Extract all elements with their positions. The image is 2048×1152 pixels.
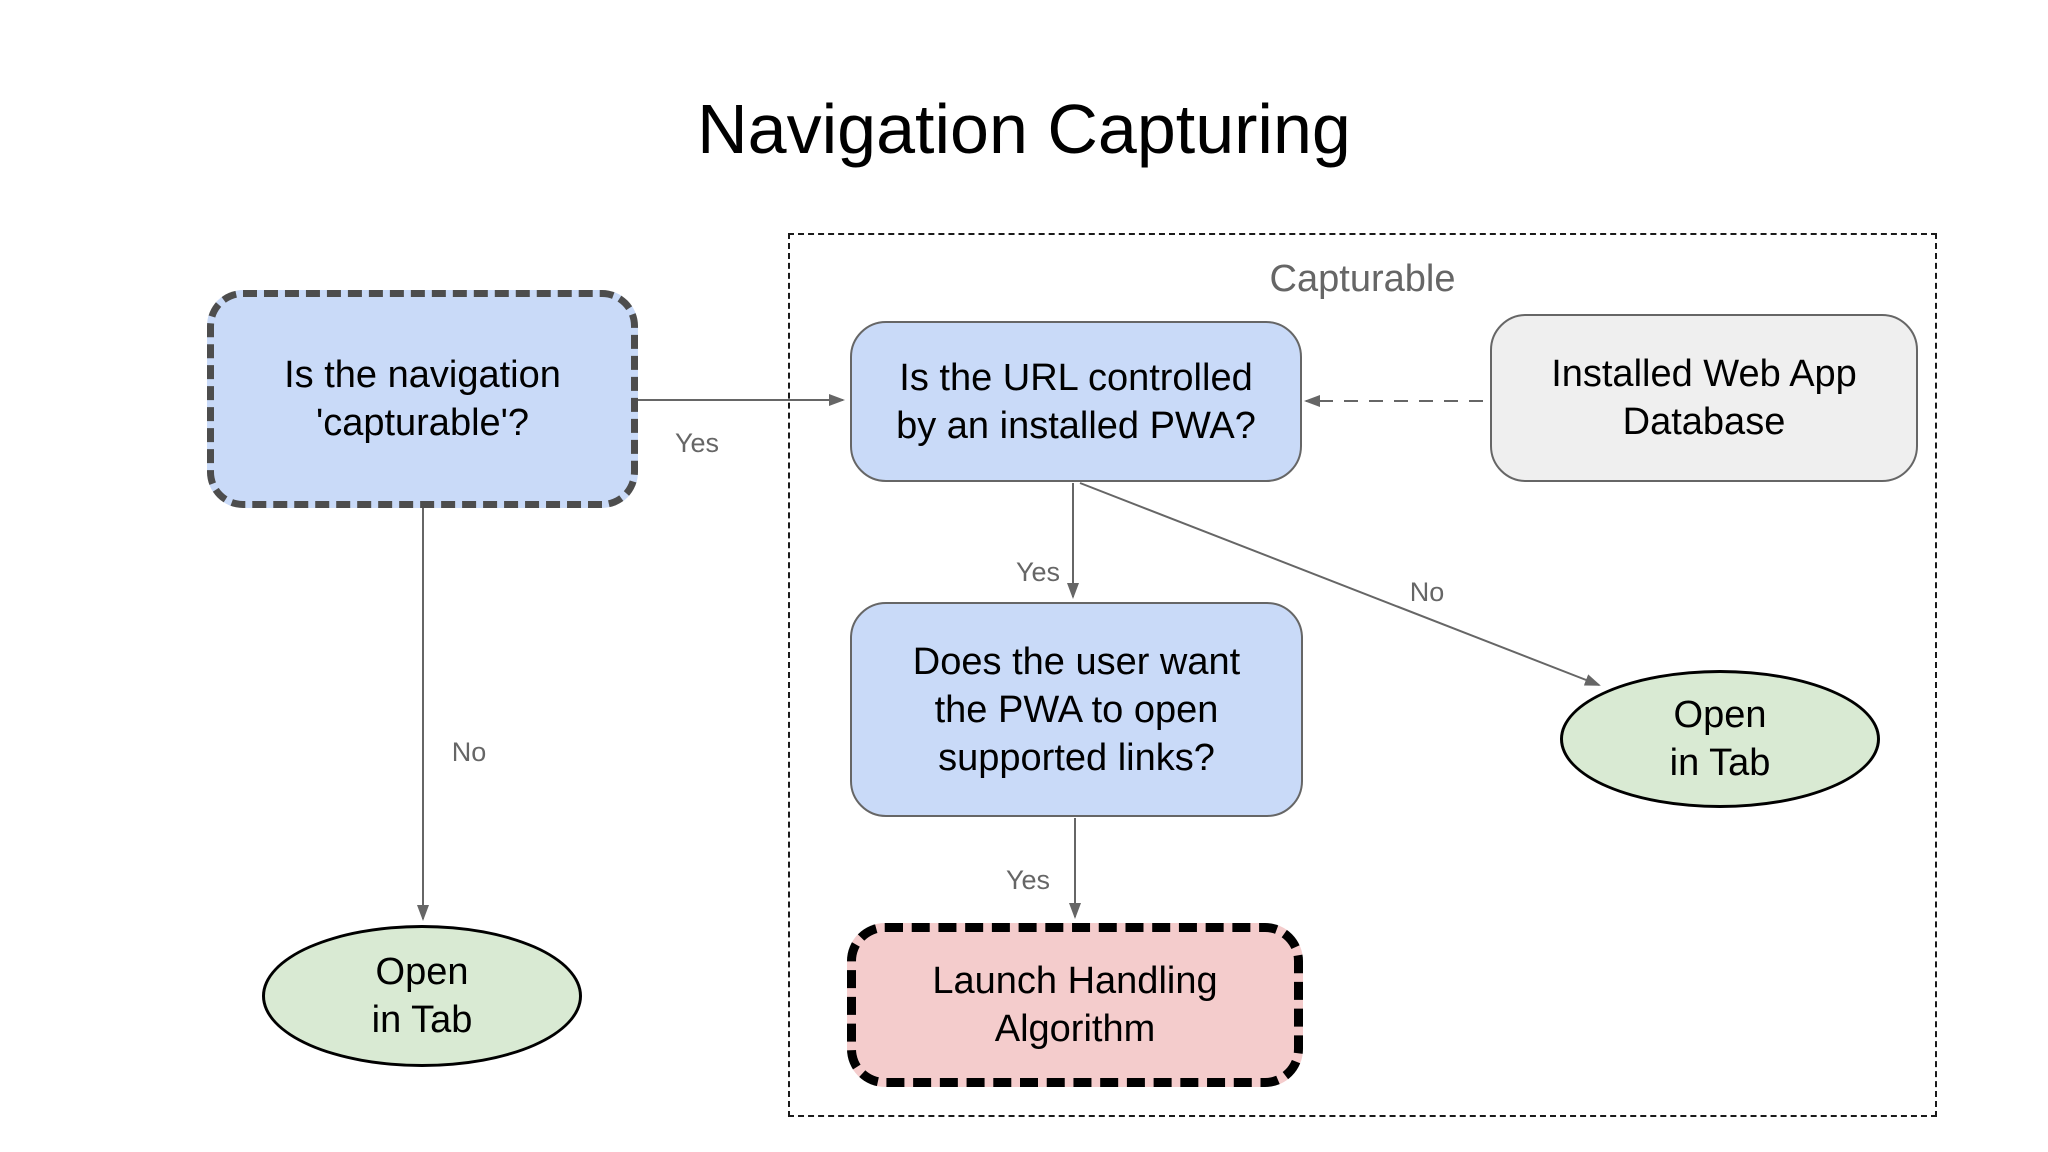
node-open-in-tab-right-line1: Open (1673, 694, 1767, 736)
node-launch-handling-line1: Launch Handling (932, 960, 1218, 1002)
node-open-in-tab-right-line2: in Tab (1669, 742, 1771, 784)
node-launch-handling-algorithm: Launch Handling Algorithm (847, 923, 1303, 1087)
capturable-group-label: Capturable (1269, 258, 1456, 300)
node-supported-links-line2: the PWA to open (934, 688, 1219, 731)
node-supported-links-line1: Does the user want (912, 640, 1241, 683)
node-capturable-question: Is the navigation 'capturable'? (207, 290, 638, 508)
node-installed-web-app-database: Installed Web App Database (1490, 314, 1918, 482)
edge-label-url-no: No (1409, 577, 1445, 607)
node-url-question-line2: by an installed PWA? (896, 404, 1256, 447)
edge-label-capturable-yes: Yes (674, 428, 720, 458)
node-url-question-line1: Is the URL controlled (899, 356, 1253, 399)
page-title: Navigation Capturing (697, 90, 1351, 168)
edge-label-supported-links-yes: Yes (1005, 865, 1051, 895)
edge-url-no-arrow (1079, 482, 1601, 686)
node-capturable-question-line1: Is the navigation (284, 354, 561, 396)
edge-label-capturable-no: No (451, 737, 487, 767)
node-supported-links-question: Does the user want the PWA to open suppo… (850, 602, 1303, 817)
node-open-in-tab-right: Open in Tab (1560, 670, 1880, 808)
node-database-line1: Installed Web App (1551, 353, 1857, 395)
capturable-group-boundary: Capturable (788, 233, 1937, 1117)
node-launch-handling-line2: Algorithm (994, 1008, 1156, 1050)
node-open-in-tab-left: Open in Tab (262, 925, 582, 1067)
node-capturable-question-line2: 'capturable'? (315, 402, 530, 444)
node-open-in-tab-left-line1: Open (375, 951, 469, 993)
edge-label-url-yes: Yes (1015, 557, 1061, 587)
node-database-line2: Database (1622, 401, 1786, 443)
node-open-in-tab-left-line2: in Tab (371, 999, 473, 1041)
node-supported-links-line3: supported links? (938, 736, 1215, 779)
node-url-question: Is the URL controlled by an installed PW… (850, 321, 1302, 482)
